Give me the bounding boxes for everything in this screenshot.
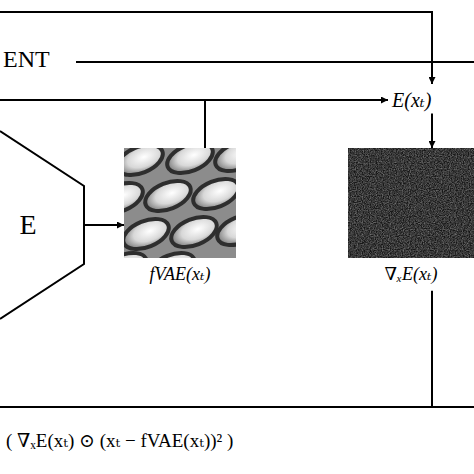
connector-arrow bbox=[85, 224, 124, 226]
connector-arrow bbox=[431, 114, 433, 149]
formula-box: ( ∇ₓE(xₜ) ⊙ (xₜ − fVAE(xₜ))² ) bbox=[0, 406, 474, 474]
gradient-image bbox=[348, 148, 474, 258]
node-text: ( ∇ₓE(xₜ) ⊙ (xₜ − fVAE(xₜ))² ) bbox=[6, 430, 233, 452]
left-wire bbox=[0, 99, 205, 101]
node-text: fVAE(xₜ) bbox=[124, 264, 236, 285]
node-text: E(xₜ) bbox=[392, 89, 431, 112]
gradient-node: ∇ₓE(xₜ) bbox=[348, 148, 474, 285]
ent-line bbox=[76, 61, 474, 63]
encoder-trapezoid: E bbox=[0, 130, 86, 320]
fragment-label: ENT bbox=[3, 47, 50, 71]
connector-arrow bbox=[431, 291, 433, 406]
node-text: E bbox=[19, 209, 36, 241]
reconstruction-node: fVAE(xₜ) bbox=[124, 148, 236, 285]
trapezoid-outline bbox=[0, 130, 86, 320]
energy-node: E(xₜ) bbox=[388, 87, 435, 114]
reconstruction-image bbox=[124, 148, 236, 258]
connector-arrow bbox=[205, 100, 388, 148]
top-wire bbox=[0, 12, 432, 84]
node-text: ∇ₓE(xₜ) bbox=[348, 264, 474, 285]
